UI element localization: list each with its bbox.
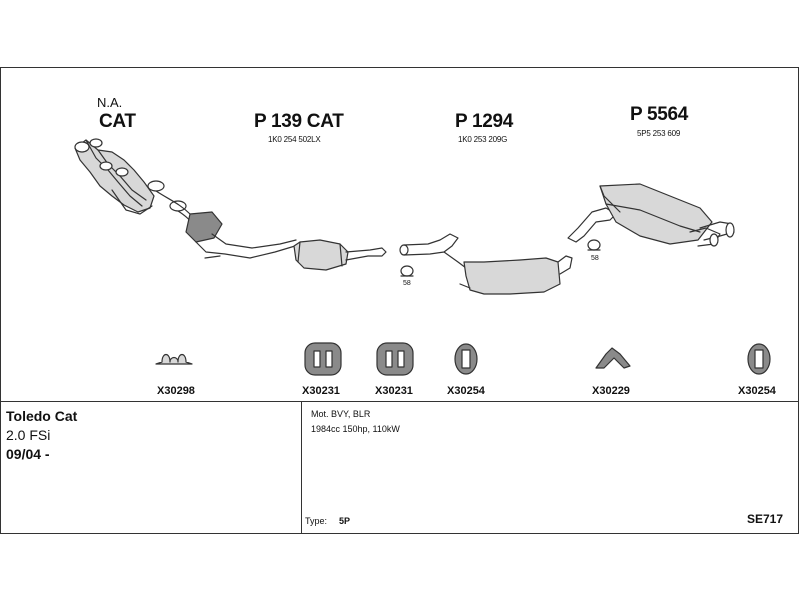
vehicle-engine: 2.0 FSi bbox=[6, 427, 51, 443]
hanger-small-2 bbox=[587, 239, 601, 251]
manifold-cat-part bbox=[74, 138, 155, 215]
part-4-label: P 5564 bbox=[630, 104, 689, 125]
hanger-small-1 bbox=[400, 265, 414, 277]
clamp-code-4: X30254 bbox=[447, 385, 485, 397]
info-divider-horizontal bbox=[0, 401, 799, 402]
spec-motor: Mot. BVY, BLR bbox=[311, 409, 371, 419]
part-2-label: P 139 CAT bbox=[254, 111, 344, 132]
part-2-ref: 1K0 254 502LX bbox=[268, 135, 321, 144]
clamp-code-6: X30254 bbox=[738, 385, 776, 397]
part-3-ref: 1K0 253 209G bbox=[458, 135, 508, 144]
vehicle-model: Toledo Cat bbox=[6, 408, 78, 424]
clamp-code-3: X30231 bbox=[375, 385, 413, 397]
hanger-note-2: 58 bbox=[591, 255, 599, 262]
rear-silencer-part bbox=[567, 183, 735, 247]
spec-type-label: Type: bbox=[305, 516, 328, 526]
clamp-icon-2 bbox=[304, 342, 342, 376]
part-3-label: P 1294 bbox=[455, 111, 514, 132]
clamp-code-5: X30229 bbox=[592, 385, 630, 397]
front-pipe-part bbox=[147, 180, 297, 259]
info-divider-vertical bbox=[301, 401, 302, 534]
spec-type-value: 5P bbox=[339, 516, 351, 526]
part-4-ref: 5P5 253 609 bbox=[637, 129, 681, 138]
clamp-icon-6 bbox=[747, 343, 771, 375]
hanger-note-1: 58 bbox=[403, 280, 411, 287]
vehicle-date: 09/04 - bbox=[6, 446, 50, 462]
spec-power: 1984cc 150hp, 110kW bbox=[311, 424, 400, 434]
diagram-frame bbox=[0, 67, 799, 534]
part-1-top-label: N.A. bbox=[97, 95, 123, 110]
part-1-label: CAT bbox=[99, 111, 136, 132]
middle-cat-part bbox=[293, 239, 387, 271]
clamp-icon-4 bbox=[454, 343, 478, 375]
clamp-code-1: X30298 bbox=[157, 385, 195, 397]
clamp-icon-5 bbox=[595, 347, 631, 369]
diagram-code: SE717 bbox=[747, 512, 784, 526]
center-silencer-part bbox=[399, 233, 573, 295]
clamp-code-2: X30231 bbox=[302, 385, 340, 397]
clamp-icon-3 bbox=[376, 342, 414, 376]
clamp-icon-1 bbox=[155, 353, 193, 365]
